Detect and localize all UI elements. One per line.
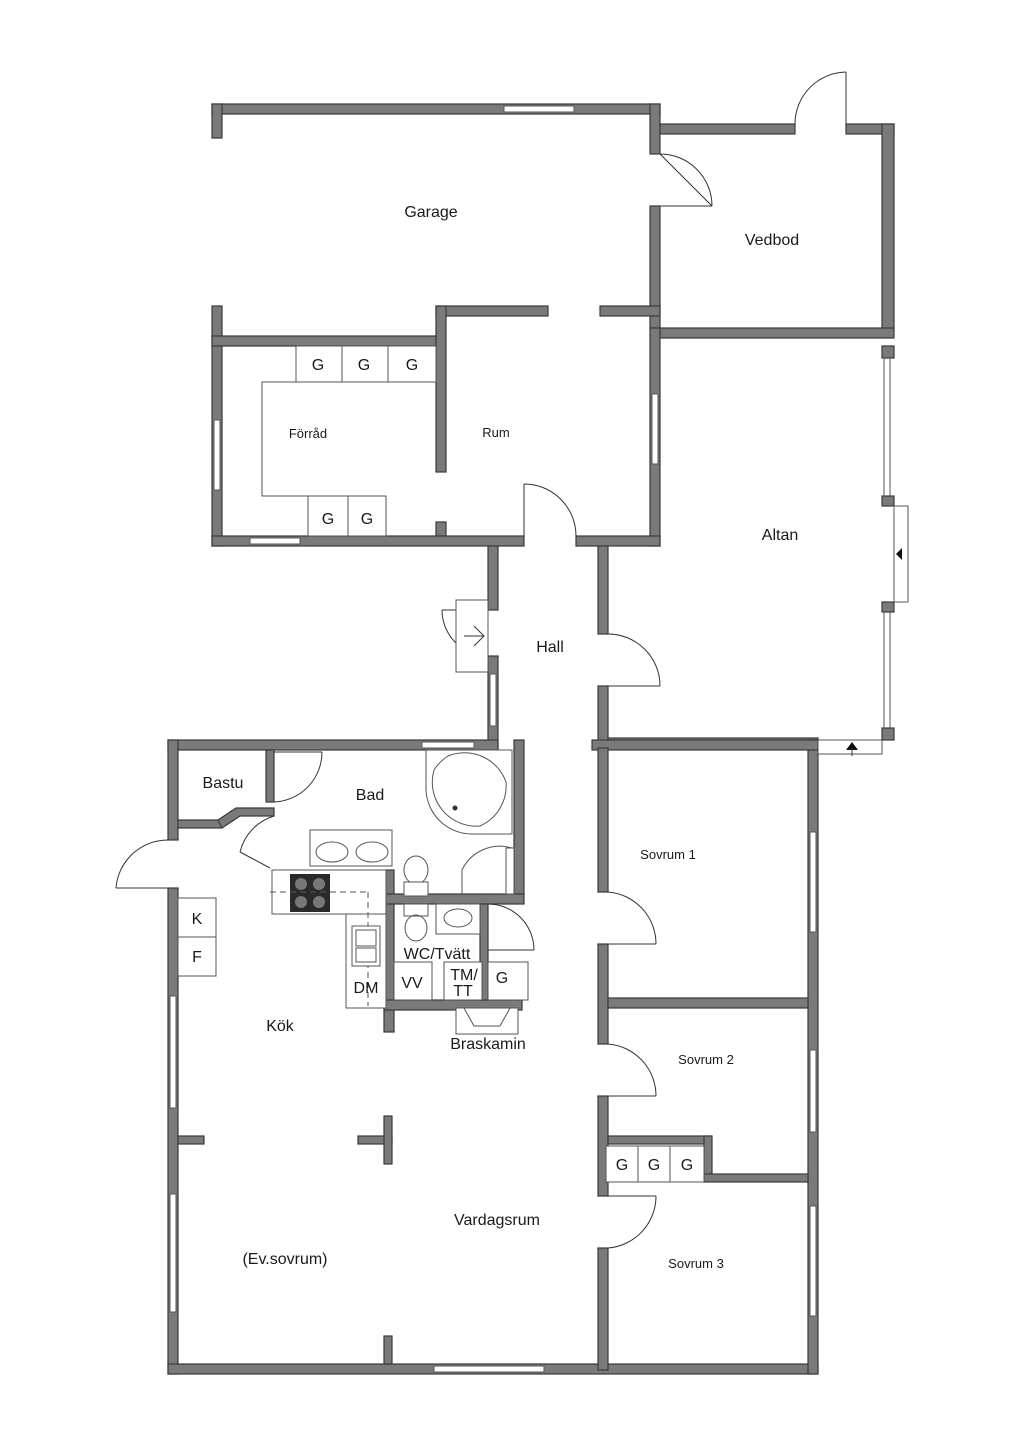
room-bad: Bad — [356, 787, 384, 804]
fridge-label: K — [192, 911, 203, 928]
room-vedbod: Vedbod — [745, 232, 799, 249]
fixtures — [177, 345, 705, 1183]
wardrobe-label: G — [616, 1157, 628, 1174]
walls — [167, 103, 895, 1375]
windows — [169, 105, 909, 1373]
wardrobe-label: G — [648, 1157, 660, 1174]
room-altan: Altan — [762, 527, 798, 544]
room-ev-sovrum: (Ev.sovrum) — [242, 1251, 327, 1268]
room-forrad: Förråd — [289, 426, 327, 441]
room-wc-tvatt: WC/Tvätt — [404, 946, 471, 963]
room-labels: Garage Vedbod Förråd Rum Altan Hall Bast… — [203, 204, 800, 1271]
room-bastu: Bastu — [203, 775, 244, 792]
wardrobe-label: G — [322, 511, 334, 528]
fixture-labels: G G G G G K F DM VV TM/ TT G G G G — [192, 357, 694, 1174]
room-sovrum-2: Sovrum 2 — [678, 1052, 734, 1067]
room-rum: Rum — [482, 425, 509, 440]
wardrobe-label: G — [312, 357, 324, 374]
dishwasher-label: DM — [354, 980, 379, 997]
arrow-up-icon — [846, 742, 858, 750]
arrow-left-icon — [896, 548, 902, 560]
water-heater-label: VV — [401, 975, 423, 992]
doors — [115, 71, 902, 1249]
label-braskamin: Braskamin — [450, 1036, 526, 1053]
room-garage: Garage — [404, 204, 457, 221]
room-sovrum-3: Sovrum 3 — [668, 1256, 724, 1271]
room-sovrum-1: Sovrum 1 — [640, 847, 696, 862]
washer-dryer-label: TT — [453, 983, 473, 1000]
wardrobe-label: G — [361, 511, 373, 528]
room-kok: Kök — [266, 1018, 295, 1035]
wardrobe-label: G — [496, 970, 508, 987]
wardrobe-label: G — [358, 357, 370, 374]
wardrobe-label: G — [406, 357, 418, 374]
wardrobe-label: G — [681, 1157, 693, 1174]
room-vardagsrum: Vardagsrum — [454, 1212, 540, 1229]
room-hall: Hall — [536, 639, 564, 656]
washer-dryer-label: TM/ — [450, 967, 478, 984]
freezer-label: F — [192, 949, 202, 966]
